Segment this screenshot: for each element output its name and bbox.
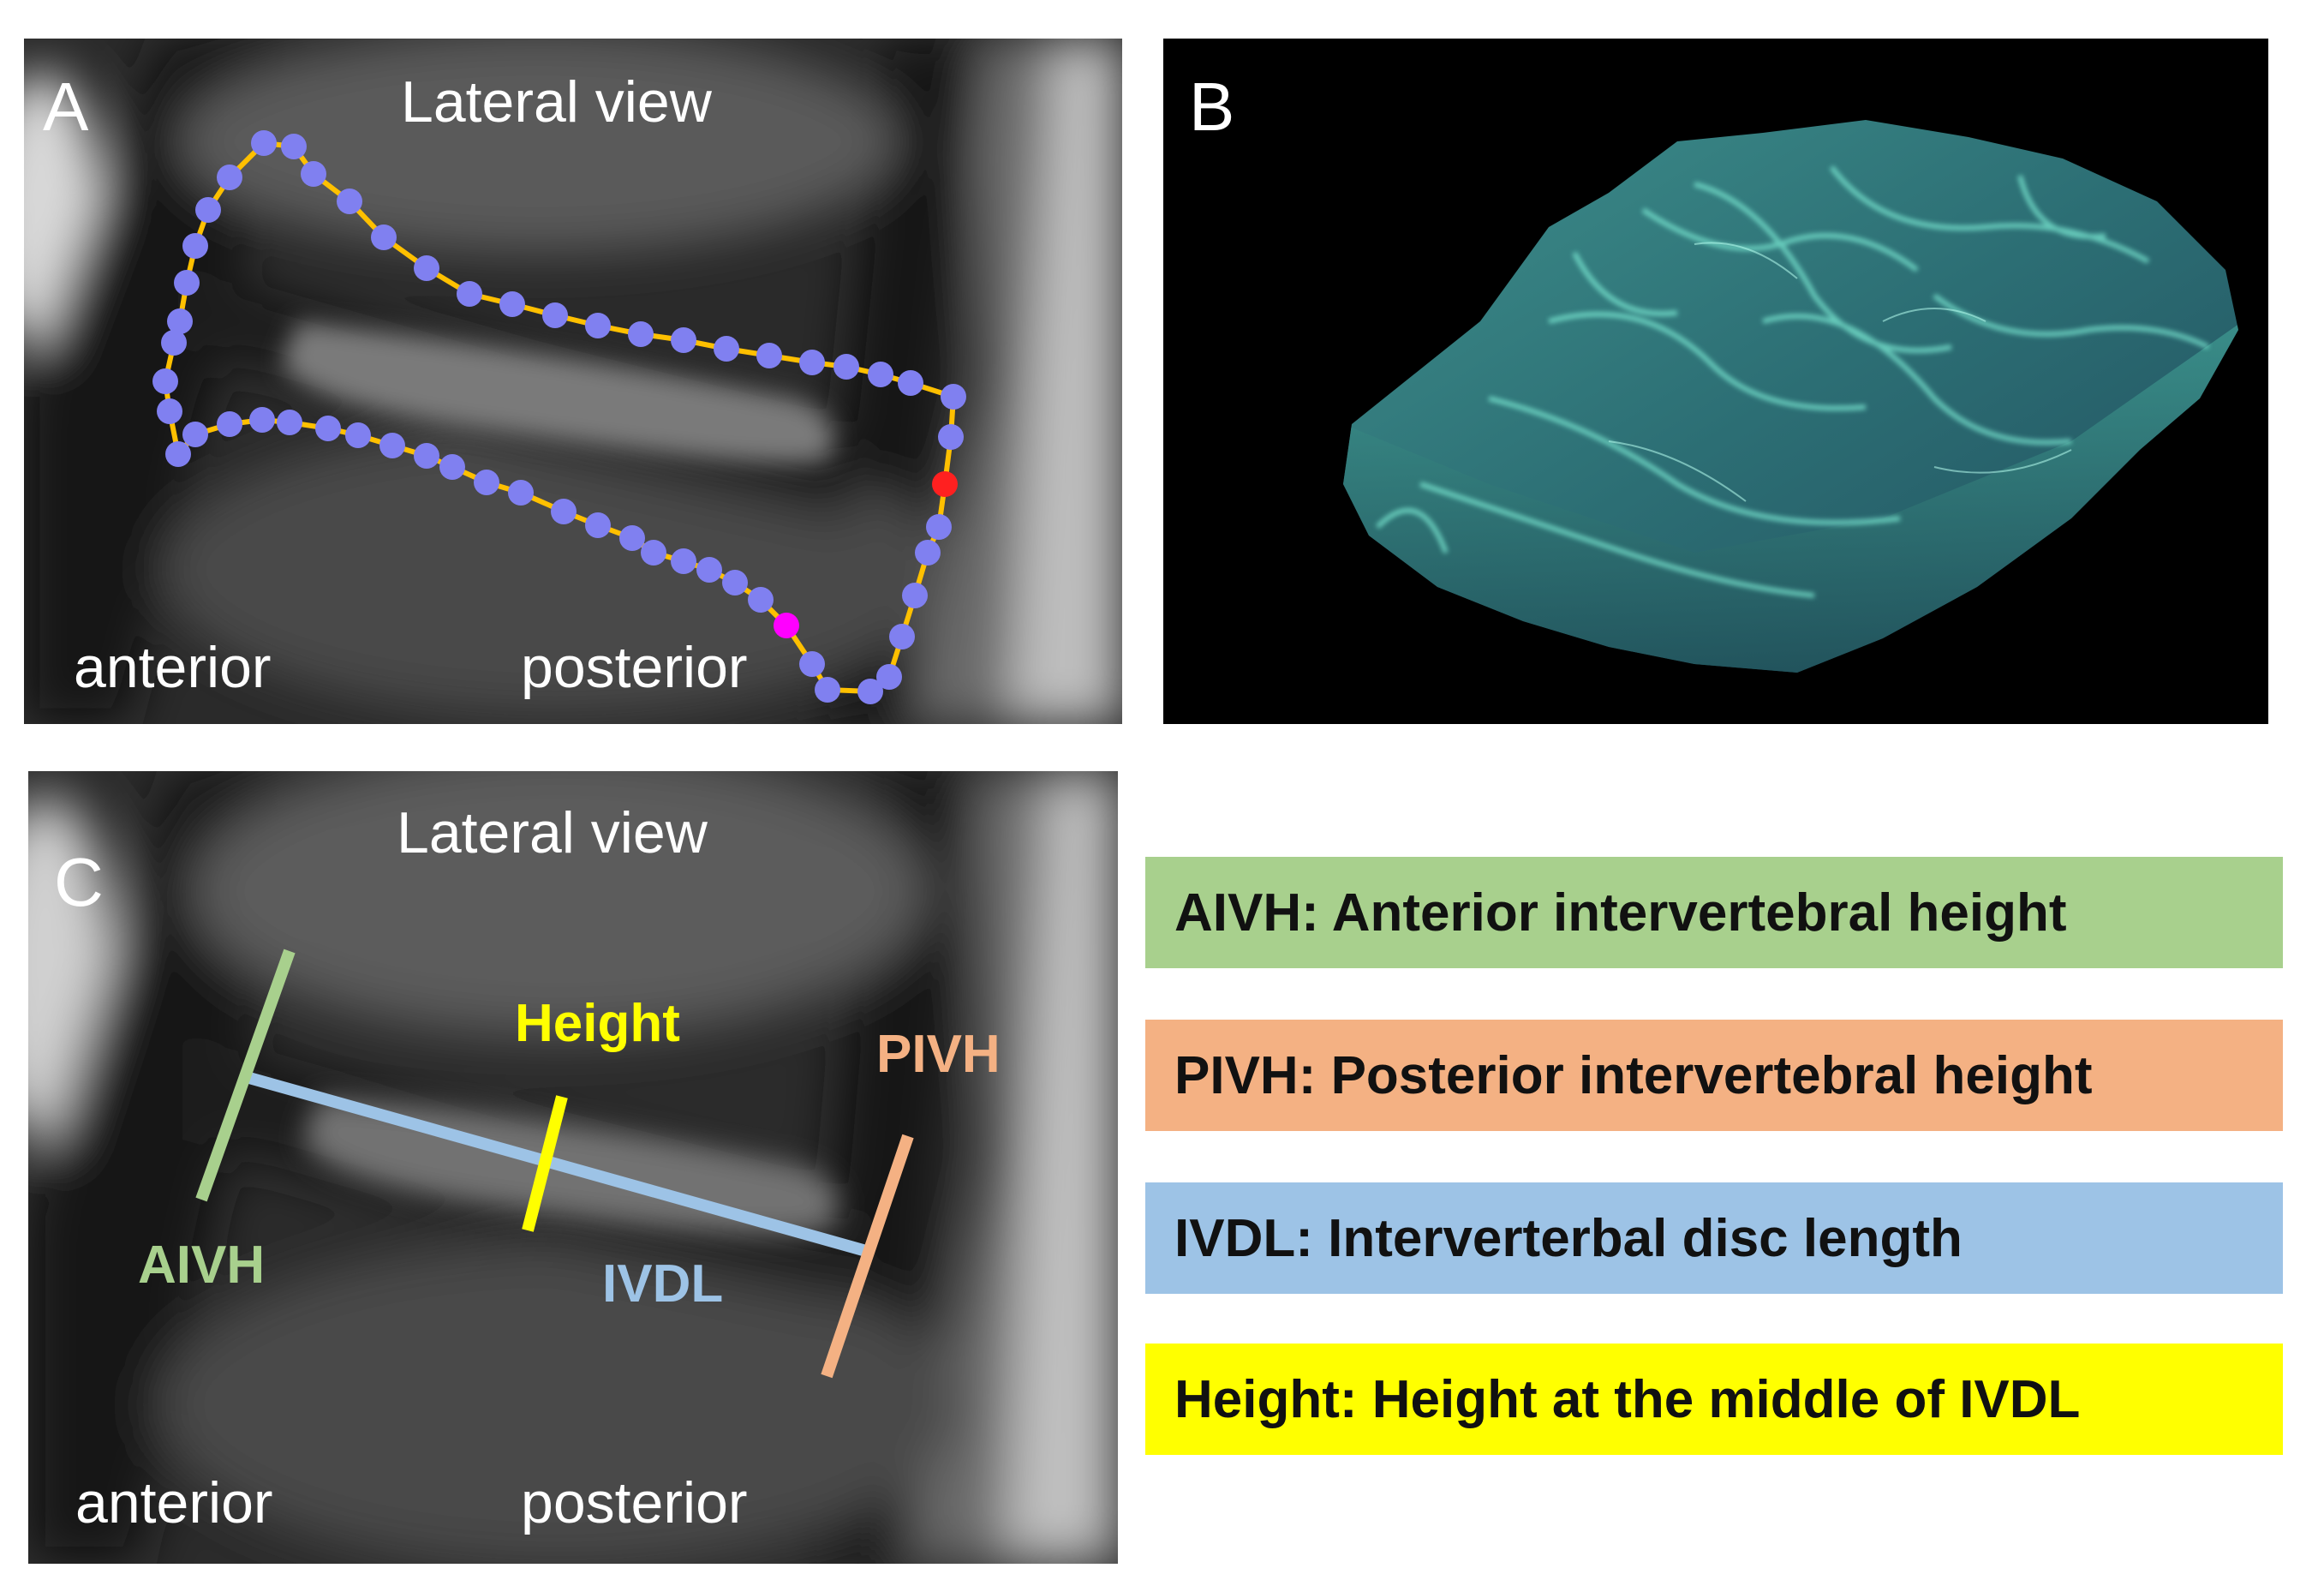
panel-label-b: B — [1189, 69, 1235, 145]
pivh-measure-line — [821, 1134, 914, 1379]
contour-point — [868, 362, 893, 387]
height-label: Height — [515, 994, 680, 1053]
contour-point — [167, 308, 193, 334]
contour-point — [439, 454, 465, 480]
anterior-label-c: anterior — [75, 1470, 273, 1535]
contour-point — [301, 161, 326, 187]
contour-point — [281, 134, 307, 159]
contour-point — [379, 433, 405, 458]
contour-point-anterior-marker — [774, 613, 799, 638]
contour-point — [898, 370, 923, 396]
contour-point — [876, 664, 902, 690]
contour-point — [157, 398, 182, 424]
contour-point — [165, 441, 191, 467]
contour-point — [902, 583, 928, 608]
panel-label-a: A — [43, 69, 89, 145]
contour-point — [345, 422, 371, 448]
legend-text-ivdl: IVDL: Interverterbal disc length — [1174, 1208, 1963, 1268]
contour-point — [696, 557, 722, 583]
anterior-label-a: anterior — [74, 635, 272, 700]
contour-point-posterior-marker — [932, 471, 958, 497]
ivdl-measure-line — [248, 1072, 868, 1257]
contour-point — [499, 291, 525, 317]
contour-point — [161, 330, 187, 356]
legend-item-pivh: PIVH: Posterior intervertebral height — [1145, 1020, 2283, 1131]
contour-point — [474, 470, 499, 495]
legend-item-height: Height: Height at the middle of IVDL — [1145, 1344, 2283, 1455]
contour-point — [938, 424, 964, 450]
contour-point — [926, 514, 952, 540]
panel-a: A Lateral view anterior posterior — [24, 39, 1122, 724]
contour-point — [833, 354, 859, 380]
contour-point — [756, 343, 782, 368]
contour-point — [217, 165, 242, 190]
contour-point — [799, 350, 825, 375]
contour-point — [174, 270, 200, 296]
contour-points — [152, 130, 966, 704]
legend-item-ivdl: IVDL: Interverterbal disc length — [1145, 1182, 2283, 1294]
contour-point — [671, 548, 696, 574]
contour-point — [799, 651, 825, 677]
disc-3d-render — [1343, 120, 2238, 673]
pivh-label: PIVH — [876, 1025, 1001, 1084]
contour-point — [671, 327, 696, 353]
contour-point — [508, 480, 534, 506]
contour-point — [337, 189, 362, 214]
contour-point — [748, 587, 774, 613]
contour-point — [217, 411, 242, 437]
ivdl-label: IVDL — [602, 1254, 724, 1314]
posterior-label-a: posterior — [521, 635, 748, 700]
contour-point — [249, 407, 275, 433]
legend-item-aivh: AIVH: Anterior intervertebral height — [1145, 857, 2283, 968]
contour-point — [195, 197, 221, 223]
panel-label-c: C — [54, 844, 104, 920]
contour-point — [641, 540, 666, 566]
posterior-label-c: posterior — [521, 1470, 748, 1535]
contour-point — [542, 302, 568, 328]
contour-point — [628, 321, 654, 347]
view-title-c: Lateral view — [397, 800, 708, 865]
contour-point — [941, 384, 966, 410]
panel-c: C Lateral view Height PIVH AIVH IVDL ant… — [28, 771, 1118, 1564]
legend-text-pivh: PIVH: Posterior intervertebral height — [1174, 1045, 2093, 1105]
aivh-measure-line — [195, 949, 296, 1202]
view-title-a: Lateral view — [401, 69, 712, 135]
contour-point — [889, 624, 915, 649]
contour-point — [585, 313, 611, 338]
contour-point — [251, 130, 277, 156]
contour-point — [277, 410, 302, 435]
contour-point — [371, 224, 397, 250]
height-measure-line — [522, 1095, 568, 1232]
contour-point — [714, 336, 739, 362]
contour-point — [619, 525, 645, 551]
contour-point — [182, 233, 208, 259]
contour-point — [915, 540, 941, 566]
contour-point — [857, 679, 883, 704]
contour-point — [315, 416, 341, 441]
mri-lateral-image-a — [24, 39, 1122, 724]
contour-point — [414, 443, 439, 469]
contour-point — [414, 255, 439, 281]
panel-b: B — [1163, 39, 2268, 724]
aivh-label: AIVH — [138, 1236, 266, 1295]
contour-point — [152, 368, 178, 394]
contour-point — [585, 512, 611, 538]
legend-text-aivh: AIVH: Anterior intervertebral height — [1174, 883, 2067, 943]
legend-text-height: Height: Height at the middle of IVDL — [1174, 1369, 2081, 1429]
mri-lateral-image-c — [28, 771, 1118, 1564]
contour-point — [815, 677, 840, 703]
contour-point — [457, 281, 482, 307]
contour-point — [182, 422, 208, 447]
contour-point — [551, 499, 577, 524]
contour-point — [722, 570, 748, 595]
